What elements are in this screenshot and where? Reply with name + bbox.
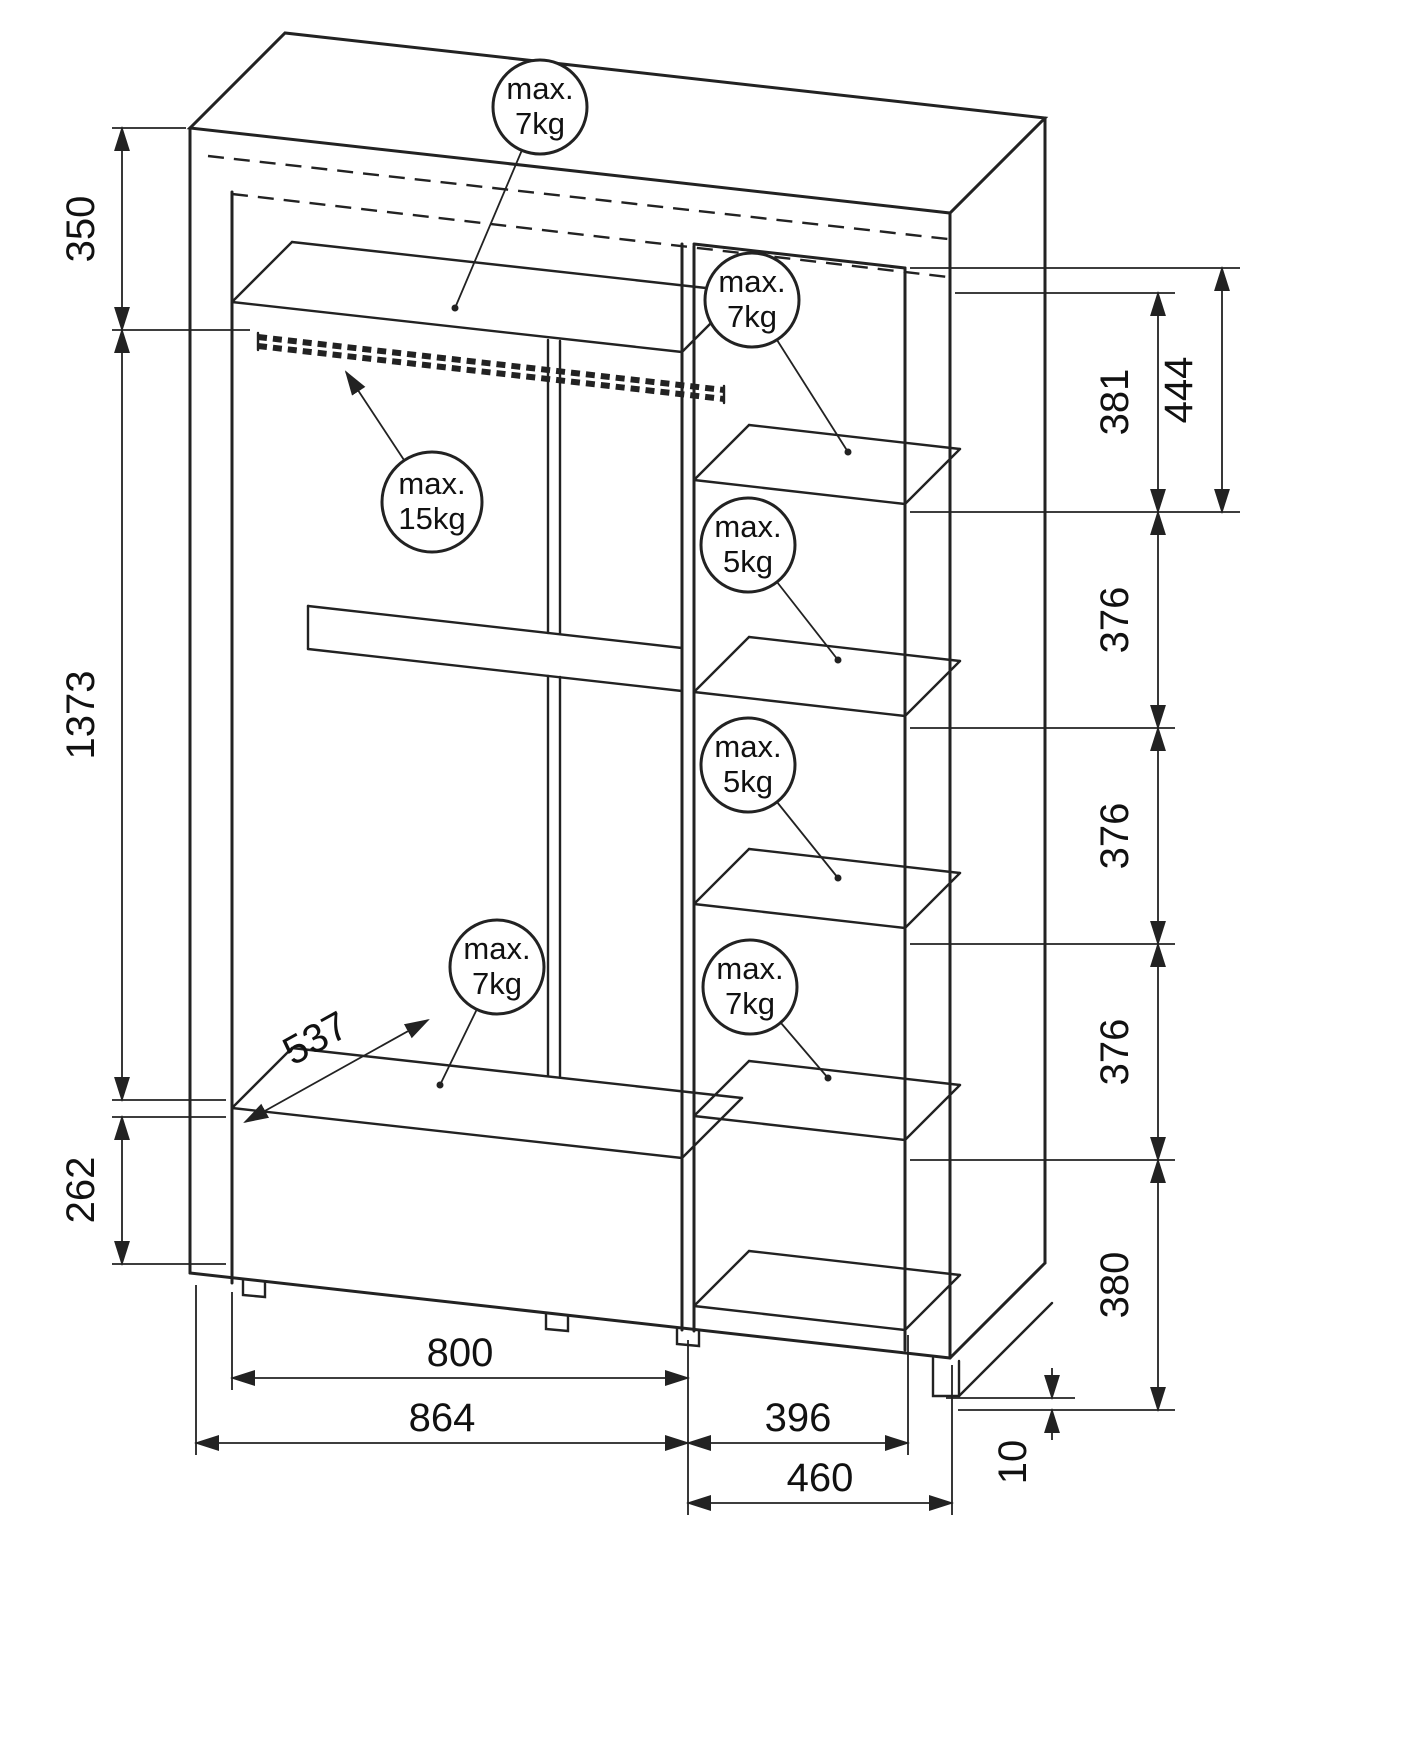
weight-badge-right-lower-line2: 7kg [725, 986, 775, 1021]
shelf3-left-depth-edge [692, 847, 751, 906]
weight-badge-right-upper-line1: max. [714, 509, 781, 544]
weight-badge-right-middle [699, 716, 797, 814]
top-shelf-left-depth-edge [230, 240, 294, 304]
leader-right-lower [780, 1022, 829, 1079]
shelf4-front-edge [692, 1114, 907, 1142]
dim-label-inner-width-right: 396 [765, 1396, 832, 1440]
dim-label-right-shelf-1: 376 [1093, 587, 1137, 654]
dim-line-537 [243, 1018, 430, 1124]
weight-badge-right-middle-line1: max. [714, 729, 781, 764]
hidden-edges [207, 154, 949, 279]
leader-dot-bottom-shelf [436, 1081, 444, 1089]
bottom-shelf-front-edge [230, 1106, 684, 1160]
weight-badge-top-shelf-line1: max. [506, 71, 573, 106]
dim-label-right-shelf-2: 376 [1093, 803, 1137, 870]
shelf2-left-depth-edge [692, 635, 751, 694]
shelf1-right-depth-edge [903, 447, 962, 506]
bottom-shelf-right-depth-edge [680, 1096, 744, 1160]
leader-dot-right-middle [834, 874, 842, 882]
weight-badge-right-top-line1: max. [718, 264, 785, 299]
shelf3-front-edge [692, 902, 907, 930]
shelf4-right-depth-edge [903, 1083, 962, 1142]
dim-label-left-bottom: 262 [59, 1157, 103, 1224]
support-rail-top-edge [306, 604, 684, 650]
top-shelf-front-edge [230, 300, 684, 354]
top-shelf-back-edge [290, 240, 744, 294]
dim-label-right-inner-top: 381 [1093, 369, 1137, 436]
shelf1-front-edge [692, 478, 907, 506]
column-floor-left-depth-edge [692, 1249, 751, 1308]
shelf4-back-edge [747, 1059, 962, 1087]
shelf2-right-depth-edge [903, 659, 962, 718]
leader-dot-right-lower [824, 1074, 832, 1082]
dim-label-right-outer-top: 444 [1157, 357, 1201, 424]
weight-badge-right-upper [699, 496, 797, 594]
dim-label-inner-width-left: 800 [427, 1331, 494, 1375]
dimension-labels: 350 1373 262 444 381 376 376 376 380 10 … [59, 196, 1201, 1500]
bottom-shelf-back-edge [290, 1046, 744, 1100]
weight-badge-top-shelf-line2: 7kg [515, 106, 565, 141]
support-rail-bottom-edge [306, 647, 684, 693]
shelf3-back-edge [747, 847, 962, 875]
right-column-ceiling-edge [692, 242, 907, 270]
foot-left [241, 1278, 267, 1299]
right-side-bottom-edge [948, 1261, 1047, 1360]
extension-lines [112, 127, 1240, 1515]
dim-label-shelf-depth: 537 [276, 1003, 356, 1074]
dim-label-right-bottom: 380 [1093, 1252, 1137, 1319]
weight-badges: max. 7kg max. 7kg max. 15kg max. 5kg max… [344, 58, 852, 1089]
column-floor-front-edge [692, 1304, 907, 1332]
weight-badge-hanging-rail [380, 450, 484, 554]
column-floor-right-depth-edge [903, 1273, 962, 1332]
weight-badge-hanging-rail-line1: max. [398, 466, 465, 501]
dim-label-left-middle: 1373 [59, 671, 103, 760]
weight-badge-right-middle-line2: 5kg [723, 764, 773, 799]
column-floor-back-edge [747, 1249, 962, 1277]
leader-top-shelf [454, 149, 523, 309]
weight-badge-right-top [703, 251, 801, 349]
leader-right-upper [776, 581, 839, 661]
wardrobe-carcass [186, 31, 1049, 1360]
weight-badge-right-upper-line2: 5kg [723, 544, 773, 579]
bottom-shelf-left-depth-edge [230, 1046, 294, 1110]
weight-badge-top-shelf [491, 58, 589, 156]
shelf2-back-edge [747, 635, 962, 663]
top-panel-hidden-edge [207, 154, 949, 241]
top-panel-hidden-inner-edge [231, 192, 949, 279]
shelf3-right-depth-edge [903, 871, 962, 930]
leader-dot-top-shelf [451, 304, 459, 312]
bottom-front-edge [188, 1271, 952, 1360]
leader-dot-right-upper [834, 656, 842, 664]
dim-label-plinth-height: 10 [991, 1440, 1035, 1485]
hanging-rail [257, 334, 725, 393]
shelf1-back-edge [747, 423, 962, 451]
leader-right-top [776, 339, 849, 453]
leader-right-middle [776, 801, 839, 879]
shelf4-left-depth-edge [692, 1059, 751, 1118]
hanging-rail-lower-line [257, 343, 725, 402]
weight-badge-right-lower [701, 938, 799, 1036]
foot-middle [544, 1312, 570, 1333]
leader-dot-right-top [844, 448, 852, 456]
foot-right [931, 1356, 961, 1398]
shelf2-front-edge [692, 690, 907, 718]
shelf1-left-depth-edge [692, 423, 751, 482]
dim-label-outer-width-left: 864 [409, 1396, 476, 1440]
right-column-shelves [692, 423, 962, 1332]
dim-label-left-top: 350 [59, 196, 103, 263]
weight-badge-bottom-shelf-line2: 7kg [472, 966, 522, 1001]
dim-label-right-shelf-3: 376 [1093, 1019, 1137, 1086]
weight-badge-hanging-rail-line2: 15kg [398, 501, 465, 536]
weight-badge-bottom-shelf-line1: max. [463, 931, 530, 966]
dim-label-outer-width-right: 460 [787, 1456, 854, 1500]
weight-badge-right-lower-line1: max. [716, 951, 783, 986]
plinth-side-edge [957, 1301, 1054, 1398]
top-panel-face [186, 31, 1049, 215]
leader-bottom-shelf [439, 1008, 478, 1086]
weight-badge-right-top-line2: 7kg [727, 299, 777, 334]
leader-hanging-rail-arrow [344, 370, 405, 461]
weight-badge-bottom-shelf [448, 918, 546, 1016]
dimension-lines [114, 125, 1230, 1511]
